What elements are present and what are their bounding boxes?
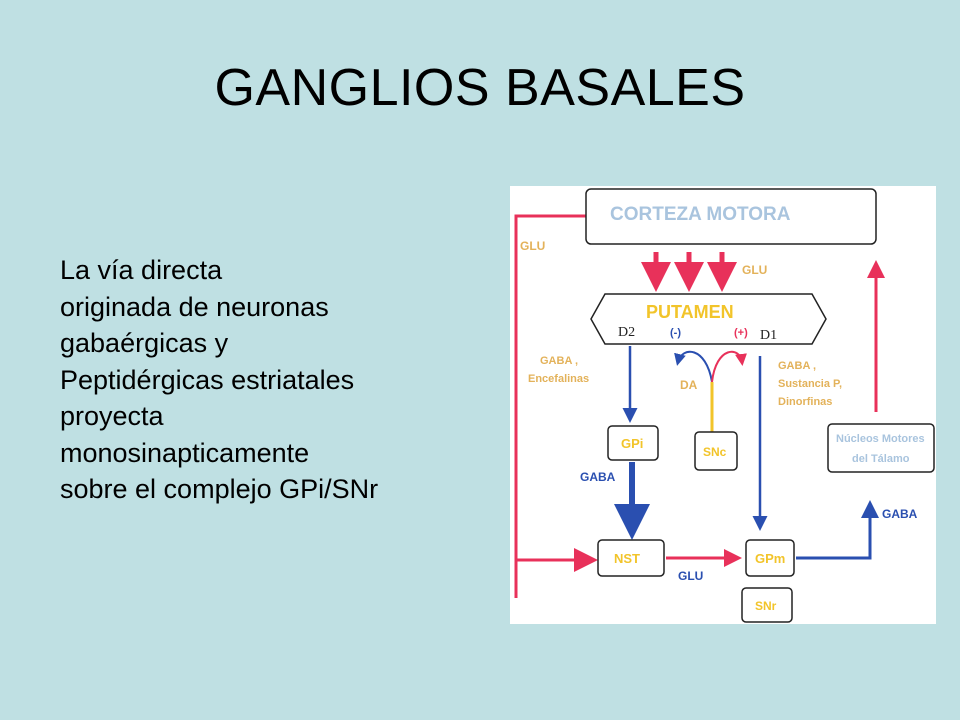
snc-box [694, 431, 738, 471]
gpm-box [745, 539, 795, 577]
corteza-box [585, 188, 877, 245]
nucleos-label-1: Núcleos Motores [836, 433, 925, 445]
glu-top-label: GLU [742, 263, 767, 277]
d1-label: D1 [760, 328, 777, 343]
da-label: DA [680, 378, 698, 392]
gaba-sp-label-2: Sustancia P, [778, 378, 842, 390]
gpi-label: GPi [621, 436, 643, 451]
body-text: La vía directa originada de neuronas gab… [60, 255, 379, 504]
corteza-label: CORTEZA MOTORA [610, 204, 791, 225]
gaba-sp-label-1: GABA , [778, 360, 816, 372]
nst-label: NST [614, 551, 640, 566]
plus-label: (+) [734, 327, 748, 339]
gpi-box [607, 425, 659, 461]
slide-title: GANGLIOS BASALES [214, 59, 746, 117]
gaba-enc-label-1: GABA , [540, 355, 578, 367]
diagram-svg: CORTEZA MOTORA GLU PUTAMEN D2 (-) (+) D1… [514, 188, 935, 623]
gaba-gpi-label: GABA [580, 470, 616, 484]
gaba-sp-label-3: Dinorfinas [778, 396, 832, 408]
putamen-box [590, 293, 827, 345]
gaba-enc-label-2: Encefalinas [528, 373, 589, 385]
nucleos-box [827, 423, 935, 473]
basal-ganglia-diagram: CORTEZA MOTORA GLU PUTAMEN D2 (-) (+) D1… [510, 186, 936, 624]
nst-box [597, 539, 665, 577]
glu-bottom-label: GLU [678, 569, 703, 583]
gpm-label: GPm [755, 551, 785, 566]
putamen-label: PUTAMEN [646, 302, 734, 322]
da-curve-blue [674, 350, 713, 383]
d2-label: D2 [618, 325, 635, 340]
snr-box [741, 587, 793, 623]
glu-left-label: GLU [520, 239, 545, 253]
snc-label: SNc [703, 445, 727, 459]
glu-left-path [514, 214, 586, 598]
nucleos-label-2: del Tálamo [852, 453, 910, 465]
gaba-right-label: GABA [882, 507, 918, 521]
snr-label: SNr [755, 599, 777, 613]
minus-label: (-) [670, 327, 681, 339]
gpm-nucleos-arrow [796, 500, 879, 560]
da-curve-red [711, 350, 747, 383]
